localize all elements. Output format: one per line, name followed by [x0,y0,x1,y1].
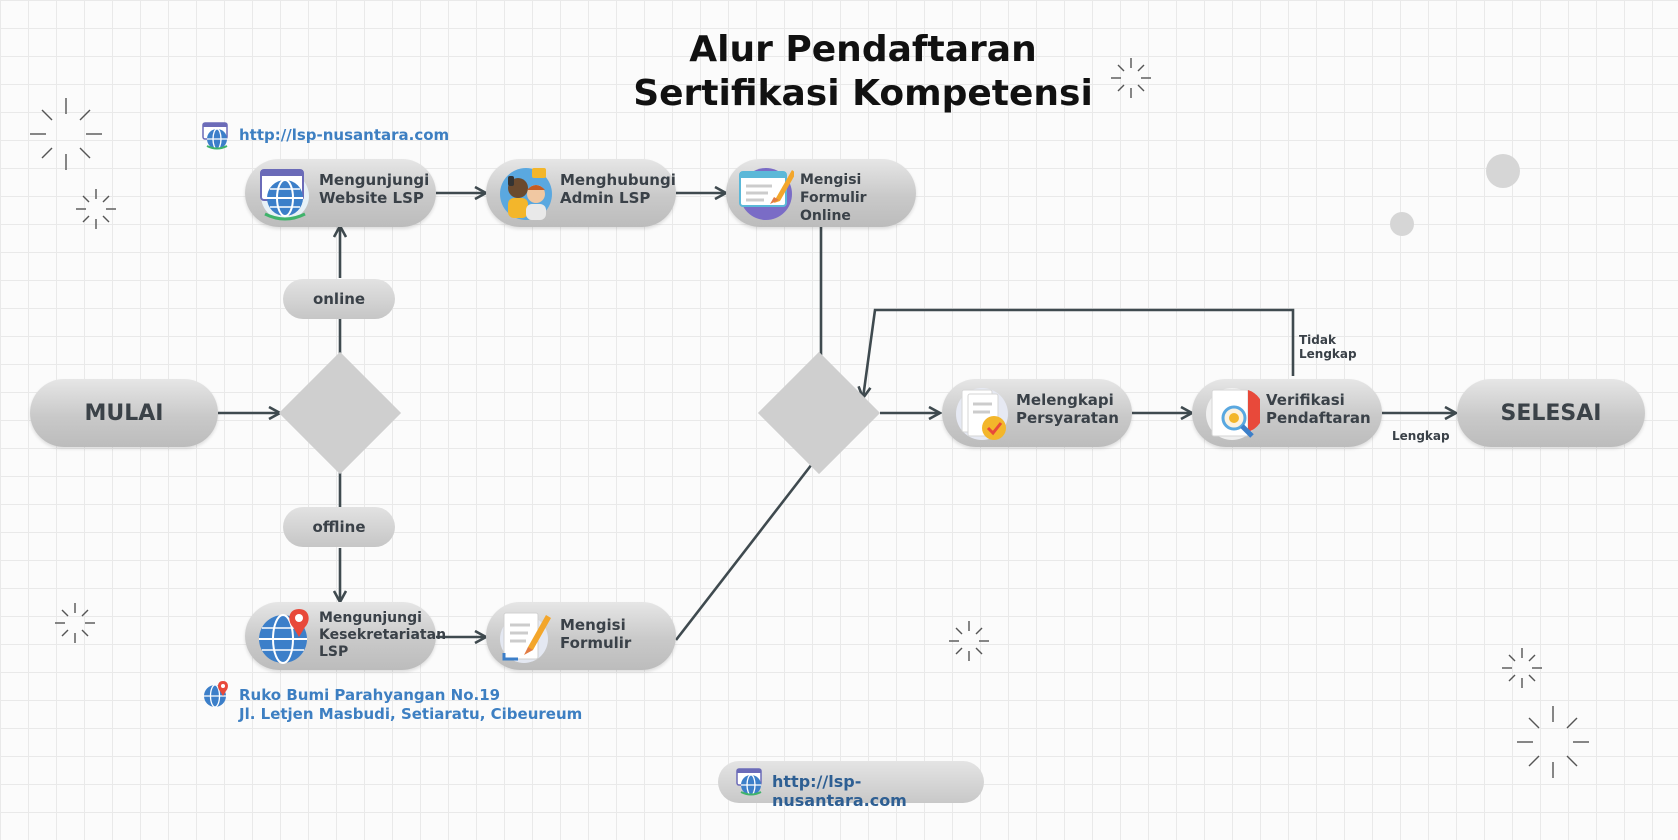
website-step-label: Mengunjungi Website LSP [319,171,430,207]
sparkle-icon [55,603,95,643]
offline-branch-label: offline [283,507,395,547]
office-address: Ruko Bumi Parahyangan No.19 Jl. Letjen M… [239,686,583,723]
sparkle-icon [76,189,116,229]
complete-edge-label: Lengkap [1392,429,1450,443]
document-check-icon [956,388,1008,440]
globe-browser-icon [260,169,309,221]
sparkle-icon [1111,58,1151,98]
requirements-step-label: Melengkapi Persyaratan [1016,391,1119,427]
end-label: SELESAI [1500,400,1602,426]
offline-text: offline [312,518,366,536]
step-fill-online-form: Mengisi Formulir Online [726,159,916,227]
step-visit-office: Mengunjungi Kesekretariatan LSP [245,602,447,670]
footer-website-pill[interactable]: http://lsp-nusantara.com [718,761,984,810]
incomplete-edge-label: Tidak Lengkap [1299,333,1357,361]
online-form-icon [739,168,794,220]
office-step-label: Mengunjungi Kesekretariatan LSP [319,610,447,660]
online-form-step-label: Mengisi Formulir Online [800,172,867,224]
support-people-icon [500,168,552,220]
start-terminal: MULAI [30,379,218,447]
sparkle-icon [1517,706,1589,778]
verification-step-label: Verifikasi Pendaftaran [1266,391,1371,427]
map-pin-globe-icon [259,609,309,664]
edge-verification-back-to-merge [863,308,1295,398]
footer-globe-icon [736,768,762,796]
diagram-title: Alur Pendaftaran Sertifikasi Kompetensi [560,28,1166,116]
step-complete-requirements: Melengkapi Persyaratan [942,379,1132,447]
decor-dot [1486,154,1520,188]
footer-link[interactable]: http://lsp-nusantara.com [772,772,907,810]
step-verify-registration: Verifikasi Pendaftaran [1192,379,1382,447]
form-step-label: Mengisi Formulir [560,616,632,652]
online-text: online [312,290,366,308]
sparkle-icon [30,98,102,170]
admin-step-label: Menghubungi Admin LSP [560,171,676,207]
step-fill-form: Mengisi Formulir [486,602,676,670]
website-globe-icon [202,122,228,150]
location-pin-icon [204,681,228,708]
end-terminal: SELESAI [1457,379,1645,447]
online-branch-label: online [283,279,395,319]
sparkle-icon [949,621,989,661]
website-link[interactable]: http://lsp-nusantara.com [239,126,450,144]
step-contact-admin: Menghubungi Admin LSP [486,159,676,227]
start-label: MULAI [84,400,164,426]
edge-form-to-merge [674,454,821,641]
paper-form-pencil-icon [500,612,551,663]
title-line-1: Alur Pendaftaran [689,29,1037,70]
title-line-2: Sertifikasi Kompetensi [633,73,1093,114]
step-visit-website: Mengunjungi Website LSP [245,159,436,227]
decor-dot [1390,212,1414,236]
magnifier-document-icon [1206,388,1260,440]
sparkle-icon [1502,648,1542,688]
